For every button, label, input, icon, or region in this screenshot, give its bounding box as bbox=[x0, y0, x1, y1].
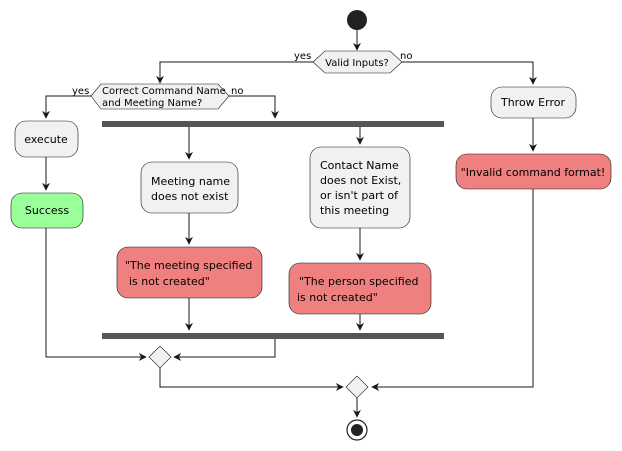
meeting-not-created-action bbox=[116, 246, 263, 299]
contact-missing-line1: Contact Name bbox=[320, 159, 399, 172]
correct-names-no-label: no bbox=[231, 86, 243, 97]
merge-diamond-left bbox=[148, 345, 172, 369]
valid-inputs-no-label: no bbox=[400, 51, 412, 62]
person-not-created-action bbox=[288, 262, 432, 315]
valid-inputs-yes-label: yes bbox=[294, 51, 311, 62]
correct-names-label-line2: and Meeting Name? bbox=[102, 98, 202, 109]
join-bar bbox=[102, 333, 444, 339]
meeting-not-created-line1: "The meeting specified bbox=[125, 259, 252, 272]
contact-missing-line2: does not Exist, bbox=[320, 174, 401, 187]
throw-error-label: Throw Error bbox=[500, 96, 565, 109]
person-not-created-line1: "The person specified bbox=[299, 275, 418, 288]
meeting-missing-line2: does not exist bbox=[151, 190, 229, 203]
correct-names-label-line1: Correct Command Name bbox=[102, 86, 226, 97]
fork-bar bbox=[102, 121, 444, 127]
meeting-not-created-line2: is not created" bbox=[129, 275, 210, 288]
end-node-inner bbox=[351, 424, 363, 436]
invalid-format-label: "Invalid command format! bbox=[461, 166, 606, 179]
contact-missing-line3: or isn't part of bbox=[320, 189, 399, 202]
valid-inputs-label: Valid Inputs? bbox=[325, 58, 389, 69]
meeting-missing-line1: Meeting name bbox=[151, 175, 230, 188]
success-action bbox=[10, 192, 84, 229]
merge-diamond-final bbox=[345, 375, 369, 399]
start-node bbox=[347, 10, 367, 30]
execute-label: execute bbox=[24, 133, 68, 146]
person-not-created-line2: is not created" bbox=[297, 291, 378, 304]
contact-missing-line4: this meeting bbox=[320, 204, 389, 217]
correct-names-yes-label: yes bbox=[72, 86, 89, 97]
success-label: Success bbox=[25, 204, 70, 217]
